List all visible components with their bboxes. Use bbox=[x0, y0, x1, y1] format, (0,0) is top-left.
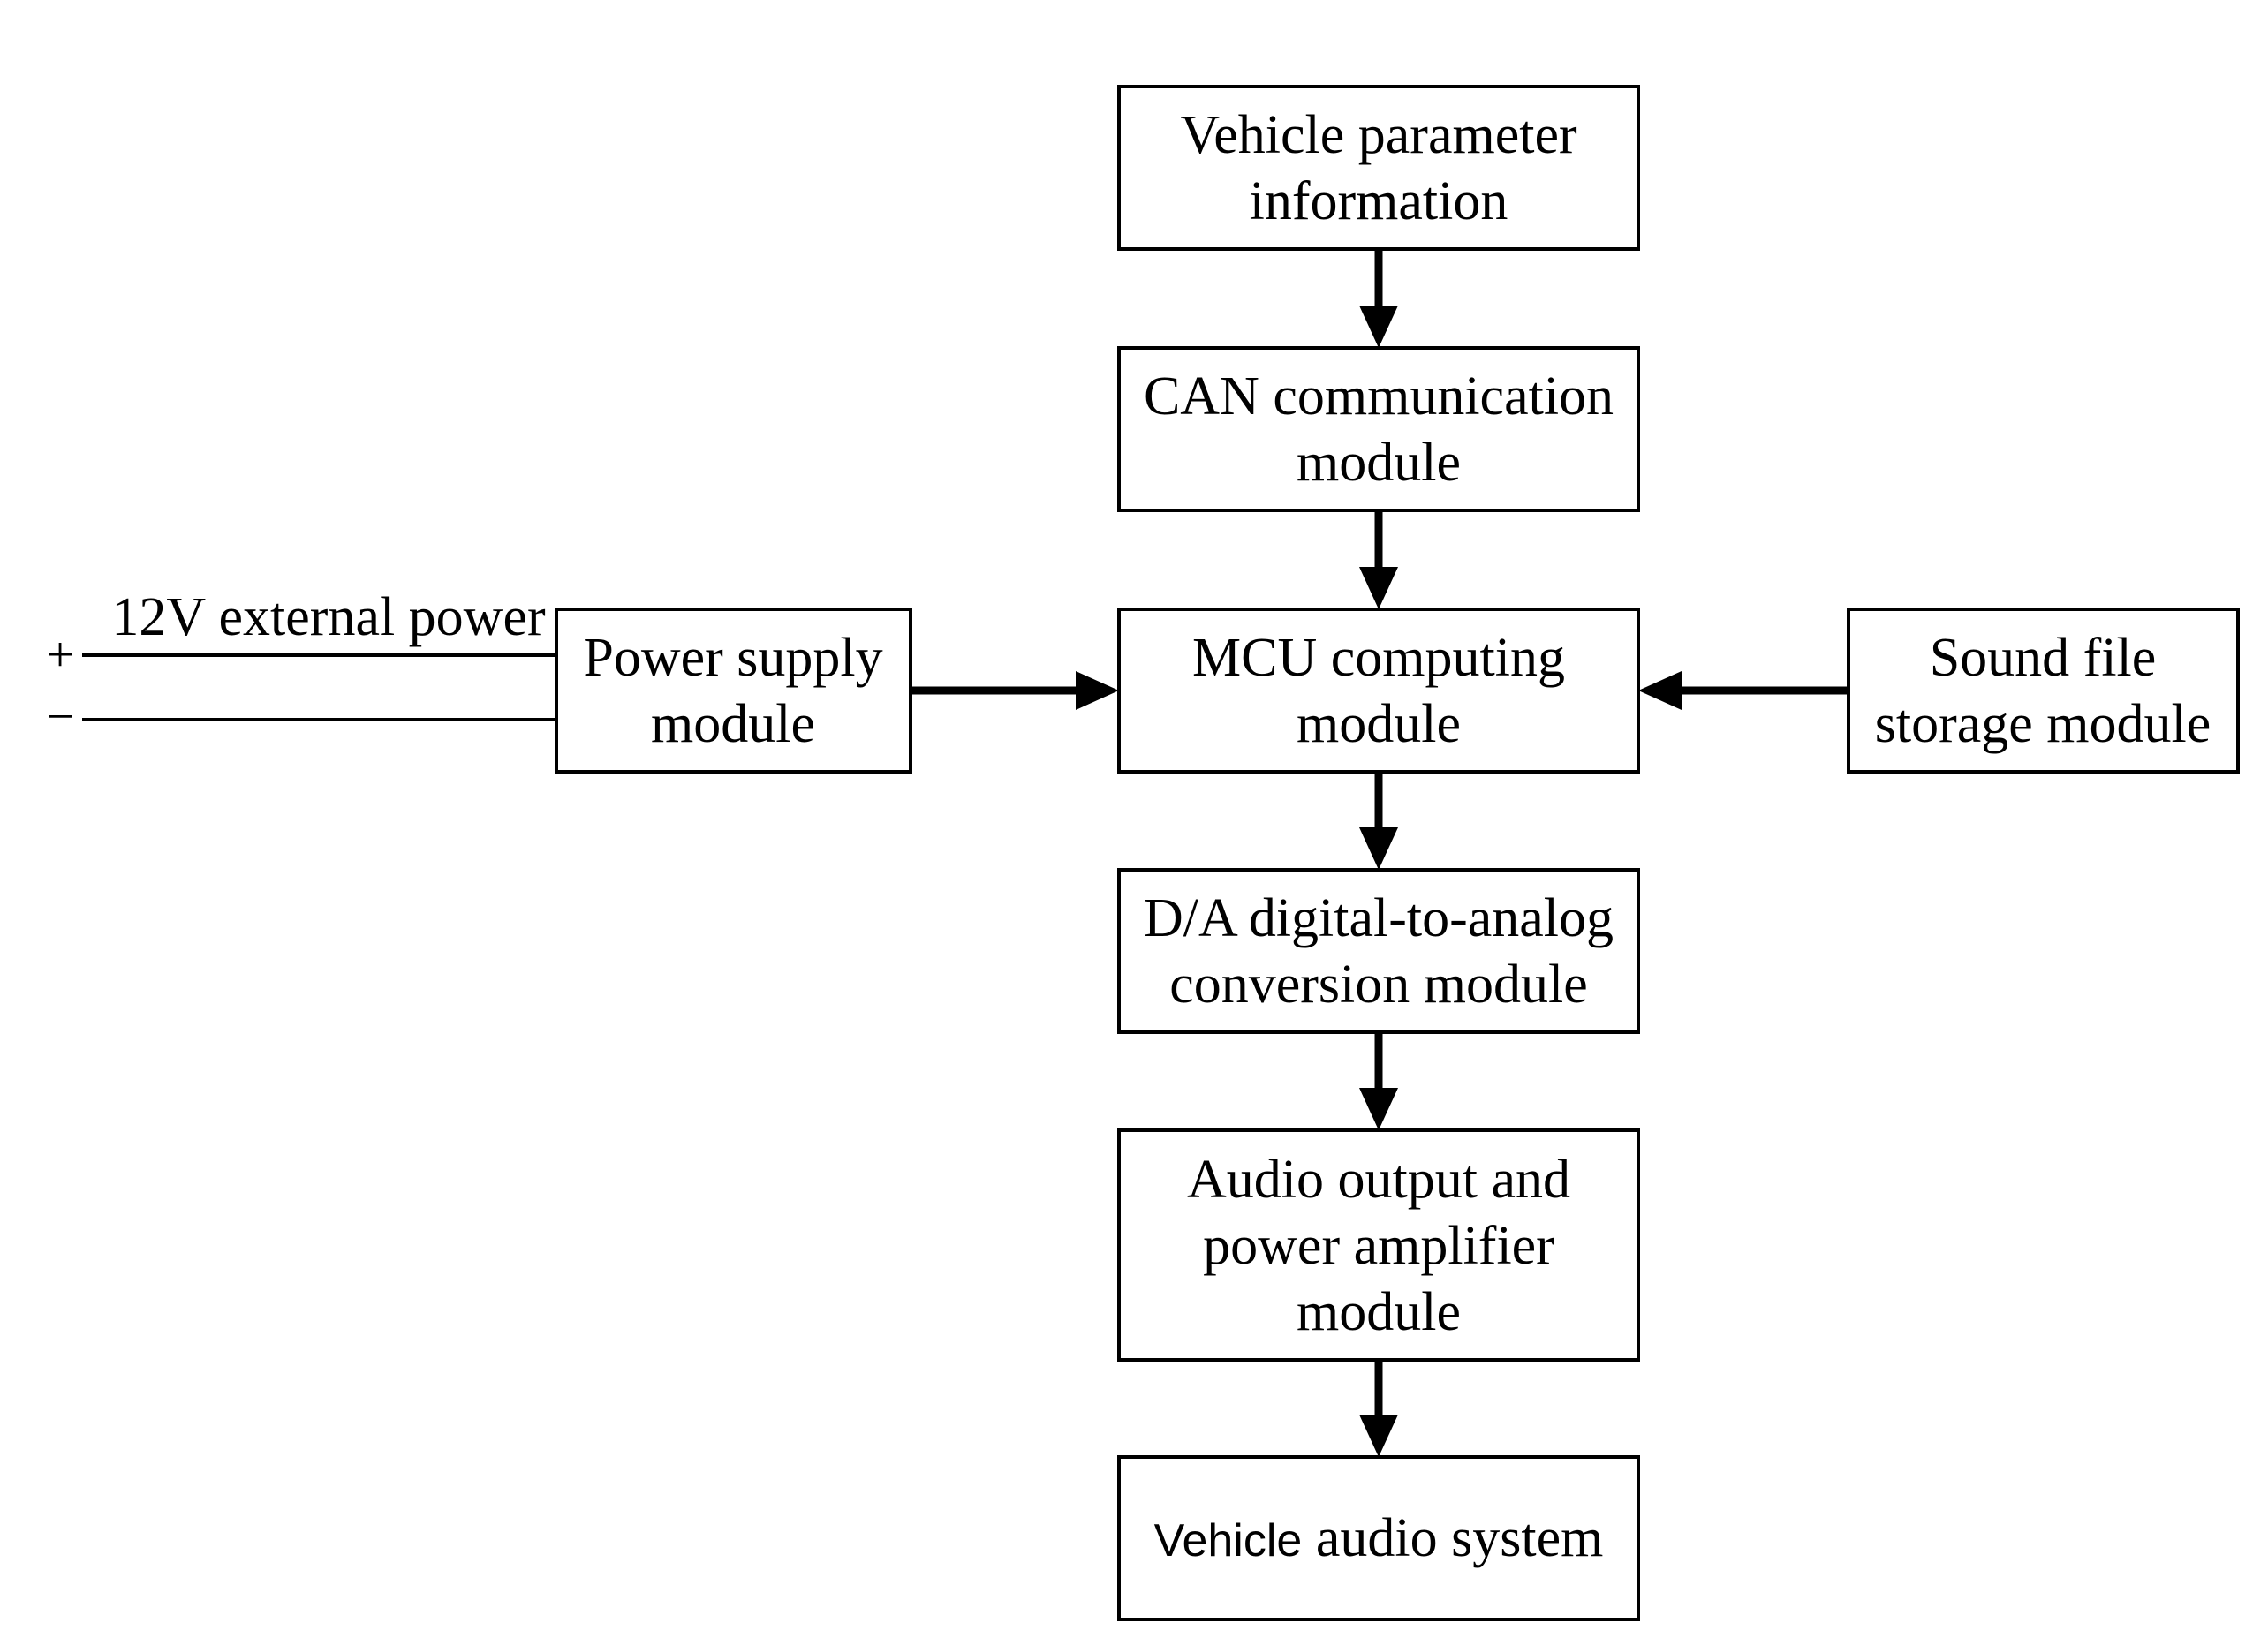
sound-file-storage-block: Sound file storage module bbox=[1847, 608, 2240, 774]
arrow-mcu-to-da bbox=[1359, 772, 1398, 870]
positive-terminal-sign: + bbox=[46, 628, 74, 683]
vehicle-parameter-block: Vehicle parameter information bbox=[1117, 85, 1640, 251]
sound-file-storage-label-line1: Sound file bbox=[1930, 628, 2157, 688]
can-communication-label-line1: CAN communication bbox=[1144, 366, 1614, 426]
arrow-audio-output-to-vehicle-audio bbox=[1359, 1360, 1398, 1457]
can-communication-block: CAN communication module bbox=[1117, 346, 1640, 512]
mcu-computing-label-line2: module bbox=[1297, 694, 1461, 754]
power-supply-label-line2: module bbox=[651, 694, 815, 754]
audio-output-label-line1: Audio output and bbox=[1187, 1150, 1570, 1210]
sound-file-storage-label-line2: storage module bbox=[1875, 694, 2211, 754]
arrow-power-supply-to-mcu bbox=[911, 671, 1119, 710]
negative-terminal-sign: − bbox=[46, 690, 74, 744]
power-supply-block: Power supply module bbox=[555, 608, 912, 774]
vehicle-audio-system-label: Vehicle audio system bbox=[1154, 1508, 1604, 1568]
external-power-label: 12V external power bbox=[111, 587, 546, 647]
audio-output-label-line2: power amplifier bbox=[1203, 1216, 1554, 1276]
can-communication-label-line2: module bbox=[1297, 433, 1461, 493]
power-supply-label-line1: Power supply bbox=[583, 628, 882, 688]
da-conversion-label-line1: D/A digital-to-analog bbox=[1144, 888, 1614, 948]
arrow-vehicle-parameter-to-can bbox=[1359, 249, 1398, 348]
vehicle-audio-system-block: Vehicle audio system bbox=[1117, 1455, 1640, 1621]
audio-output-label-line3: module bbox=[1297, 1282, 1461, 1342]
da-conversion-block: D/A digital-to-analog conversion module bbox=[1117, 868, 1640, 1034]
arrow-can-to-mcu bbox=[1359, 510, 1398, 609]
audio-output-amplifier-block: Audio output and power amplifier module bbox=[1117, 1128, 1640, 1362]
mcu-computing-label-line1: MCU computing bbox=[1192, 628, 1565, 688]
vehicle-parameter-label-line2: information bbox=[1250, 171, 1508, 231]
external-power-input: 12V external power + − bbox=[46, 587, 556, 744]
vehicle-audio-system-word1: Vehicle bbox=[1154, 1515, 1303, 1566]
vehicle-audio-system-word2: audio system bbox=[1302, 1508, 1603, 1568]
vehicle-parameter-label-line1: Vehicle parameter bbox=[1180, 105, 1577, 165]
arrow-da-to-audio-output bbox=[1359, 1032, 1398, 1130]
mcu-computing-block: MCU computing module bbox=[1117, 608, 1640, 774]
arrow-sound-storage-to-mcu bbox=[1638, 671, 1848, 710]
da-conversion-label-line2: conversion module bbox=[1169, 955, 1588, 1015]
